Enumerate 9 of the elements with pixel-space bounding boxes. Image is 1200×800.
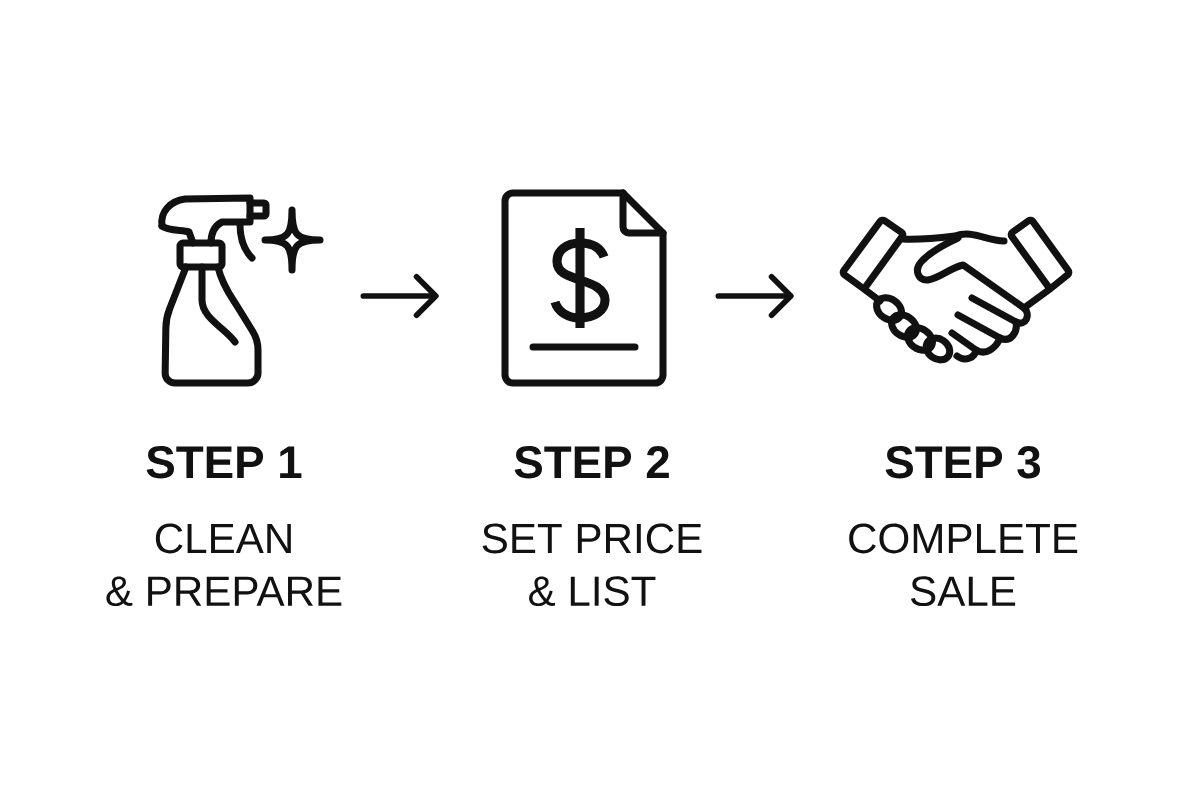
dollar-document-icon	[501, 189, 667, 387]
step-description: COMPLETE SALE	[849, 523, 1078, 607]
step-heading: STEP 1	[146, 446, 302, 479]
handshake-icon	[839, 216, 1073, 364]
step-description: SET PRICE & LIST	[482, 523, 702, 607]
step-description: CLEAN & PREPARE	[106, 523, 342, 607]
step-heading: STEP 2	[514, 446, 669, 479]
spray-bottle-icon	[158, 194, 324, 387]
step-heading: STEP 3	[885, 446, 1041, 479]
